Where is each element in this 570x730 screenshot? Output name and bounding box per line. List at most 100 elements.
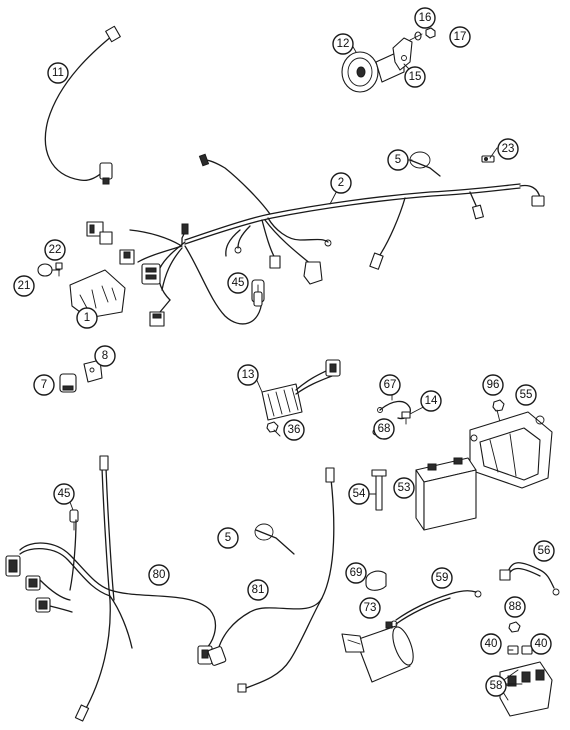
callout-12: 12 xyxy=(332,33,354,55)
svg-text:56: 56 xyxy=(538,545,551,557)
callout-5-lower: 5 xyxy=(217,527,239,549)
part-12-horn xyxy=(341,51,405,93)
callout-21: 21 xyxy=(13,275,35,297)
svg-text:96: 96 xyxy=(487,379,500,391)
svg-text:40: 40 xyxy=(535,638,548,650)
callout-53: 53 xyxy=(393,477,415,499)
part-14-screw xyxy=(401,411,411,425)
svg-text:21: 21 xyxy=(18,280,31,292)
callout-2: 2 xyxy=(330,172,352,194)
svg-text:5: 5 xyxy=(225,532,231,544)
part-58-starter-relay xyxy=(497,661,553,717)
part-15-bracket xyxy=(392,37,413,71)
part-45-fuse-lower xyxy=(69,509,79,531)
svg-text:12: 12 xyxy=(337,38,350,50)
svg-text:22: 22 xyxy=(49,244,62,256)
part-17-nut xyxy=(425,27,436,39)
callout-16: 16 xyxy=(414,7,436,29)
part-54-fuse-holder xyxy=(371,469,387,511)
part-1-bracket xyxy=(69,269,126,319)
part-36-screw xyxy=(266,421,281,437)
part-11-cable xyxy=(44,25,121,185)
callout-5-upper: 5 xyxy=(387,149,409,171)
svg-text:15: 15 xyxy=(409,71,422,83)
svg-text:1: 1 xyxy=(84,312,90,324)
callout-55: 55 xyxy=(515,384,537,406)
part-96-screw xyxy=(492,399,505,423)
callout-81: 81 xyxy=(247,579,269,601)
svg-text:88: 88 xyxy=(509,601,522,613)
svg-text:16: 16 xyxy=(419,12,432,24)
callout-17: 17 xyxy=(449,26,471,48)
part-5-cable-tie-upper xyxy=(409,151,441,177)
part-56-cable xyxy=(499,562,560,596)
svg-text:40: 40 xyxy=(485,638,498,650)
part-5-cable-tie-lower xyxy=(254,523,295,555)
svg-text:69: 69 xyxy=(350,567,363,579)
part-81-cable xyxy=(207,467,335,693)
callout-23: 23 xyxy=(497,138,519,160)
svg-text:81: 81 xyxy=(252,584,265,596)
svg-text:5: 5 xyxy=(395,154,401,166)
svg-text:17: 17 xyxy=(454,31,467,43)
callout-7: 7 xyxy=(33,374,55,396)
callout-8: 8 xyxy=(94,345,116,367)
part-13-regulator xyxy=(261,359,341,421)
part-16-washer xyxy=(409,31,423,41)
svg-text:55: 55 xyxy=(520,389,533,401)
callout-45-upper: 45 xyxy=(227,272,249,294)
callout-45-lower: 45 xyxy=(53,483,75,505)
part-88-screw xyxy=(508,621,521,633)
svg-text:67: 67 xyxy=(384,379,397,391)
svg-text:80: 80 xyxy=(153,569,166,581)
part-22-screw xyxy=(55,262,63,277)
part-21-clip xyxy=(37,263,61,277)
callout-80: 80 xyxy=(148,564,170,586)
callout-69: 69 xyxy=(345,562,367,584)
part-40-cover-right xyxy=(521,645,533,655)
callout-40-left: 40 xyxy=(480,633,502,655)
part-69-cap xyxy=(365,570,387,591)
callout-67: 67 xyxy=(379,374,401,396)
callout-73: 73 xyxy=(359,597,381,619)
svg-text:13: 13 xyxy=(242,369,255,381)
callout-59: 59 xyxy=(431,567,453,589)
svg-text:58: 58 xyxy=(490,680,503,692)
callout-15: 15 xyxy=(404,66,426,88)
part-80-lower-harness xyxy=(5,455,217,722)
svg-text:23: 23 xyxy=(502,143,515,155)
part-23-clip xyxy=(481,155,495,163)
svg-text:73: 73 xyxy=(364,602,377,614)
svg-text:45: 45 xyxy=(232,277,245,289)
leader-lines xyxy=(66,44,514,687)
callout-11: 11 xyxy=(47,62,69,84)
callout-88: 88 xyxy=(504,596,526,618)
callout-36: 36 xyxy=(283,419,305,441)
callout-1: 1 xyxy=(76,307,98,329)
callout-58: 58 xyxy=(485,675,507,697)
callout-13: 13 xyxy=(237,364,259,386)
svg-text:8: 8 xyxy=(102,350,108,362)
part-45-fuse-upper xyxy=(253,284,263,307)
callout-96: 96 xyxy=(482,374,504,396)
starter-motor xyxy=(341,621,414,683)
svg-text:53: 53 xyxy=(398,482,411,494)
svg-text:54: 54 xyxy=(353,488,366,500)
callout-56: 56 xyxy=(533,540,555,562)
svg-text:36: 36 xyxy=(288,424,301,436)
callout-40-right: 40 xyxy=(530,633,552,655)
callout-54: 54 xyxy=(348,483,370,505)
svg-text:68: 68 xyxy=(378,423,391,435)
svg-text:59: 59 xyxy=(436,572,449,584)
part-53-battery xyxy=(415,457,477,531)
part-55-battery-box xyxy=(469,411,553,489)
part-8-relay-bracket xyxy=(83,359,103,383)
svg-text:14: 14 xyxy=(425,395,438,407)
callout-68: 68 xyxy=(373,418,395,440)
svg-text:7: 7 xyxy=(41,379,47,391)
part-2-main-harness xyxy=(86,153,545,327)
part-59-cable xyxy=(390,590,482,628)
svg-text:11: 11 xyxy=(52,67,64,79)
svg-text:2: 2 xyxy=(338,177,344,189)
